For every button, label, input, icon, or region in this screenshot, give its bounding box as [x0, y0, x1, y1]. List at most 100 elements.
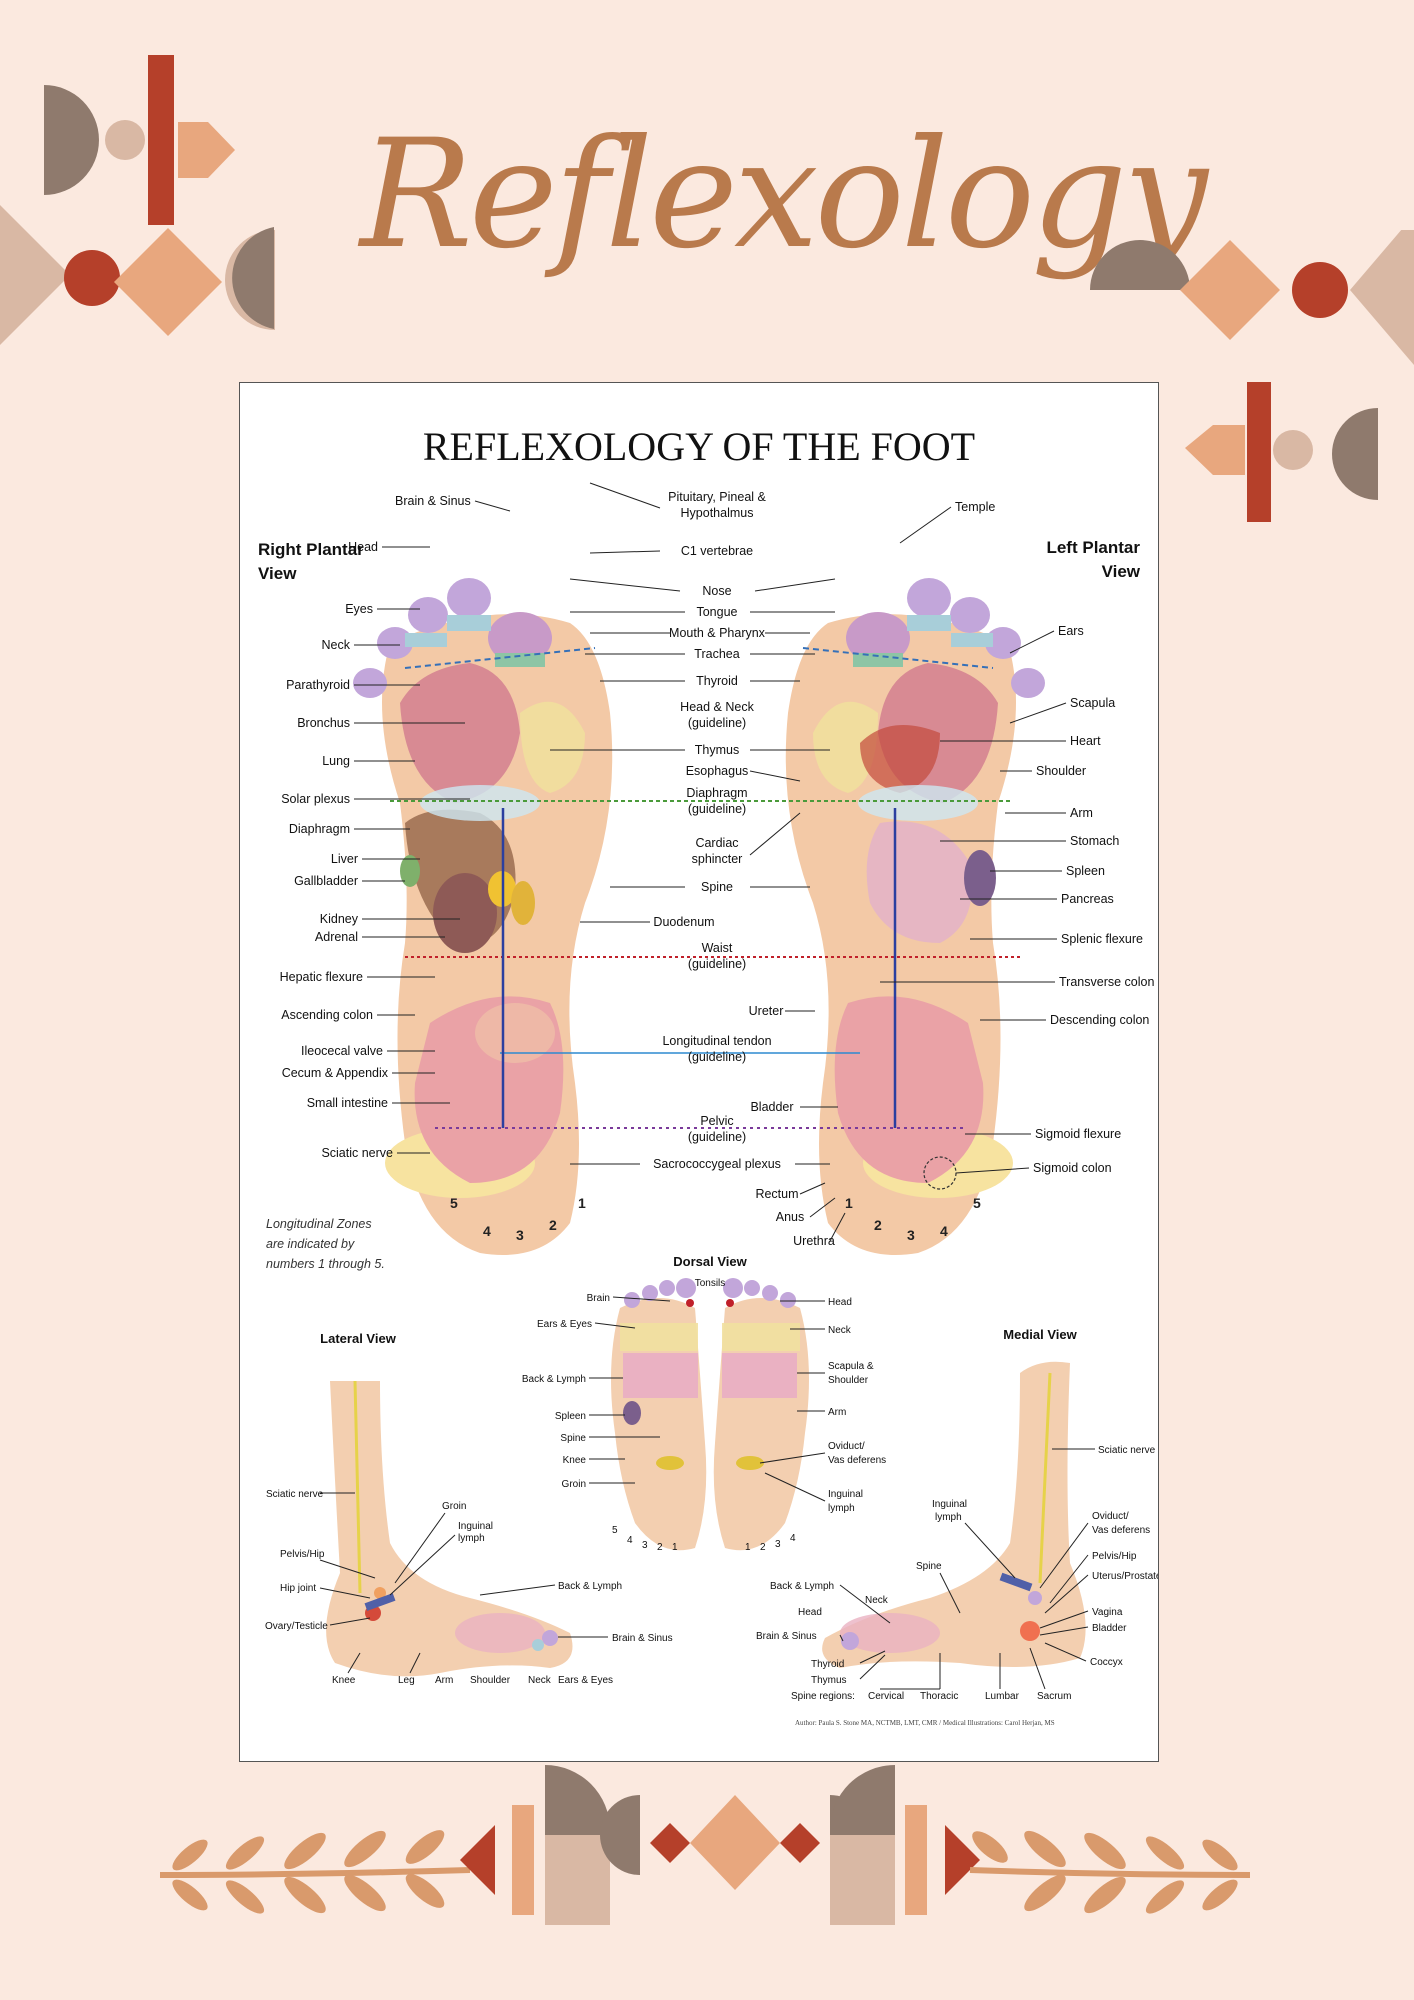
svg-text:Lung: Lung	[322, 754, 350, 768]
svg-text:Trachea: Trachea	[694, 647, 739, 661]
svg-text:Adrenal: Adrenal	[315, 930, 358, 944]
svg-text:Spleen: Spleen	[1066, 864, 1105, 878]
svg-text:lymph: lymph	[458, 1533, 485, 1544]
svg-text:2: 2	[874, 1217, 882, 1233]
guidelines	[390, 647, 1020, 1129]
svg-text:5: 5	[612, 1525, 618, 1536]
svg-text:Hepatic flexure: Hepatic flexure	[280, 970, 363, 984]
svg-text:Stomach: Stomach	[1070, 834, 1119, 848]
svg-text:Brain & Sinus: Brain & Sinus	[612, 1633, 673, 1644]
svg-text:Ureter: Ureter	[749, 1004, 784, 1018]
lateral-view-header: Lateral View	[320, 1331, 397, 1346]
svg-text:Head: Head	[828, 1297, 852, 1308]
svg-text:Pituitary, Pineal &: Pituitary, Pineal &	[668, 490, 766, 504]
right-plantar-foot	[353, 578, 613, 1255]
svg-text:Urethra: Urethra	[793, 1234, 835, 1248]
svg-text:Temple: Temple	[955, 500, 995, 514]
svg-text:Back & Lymph: Back & Lymph	[558, 1581, 622, 1592]
svg-text:Thoracic: Thoracic	[920, 1691, 958, 1702]
dorsal-feet	[611, 1278, 809, 1551]
svg-text:2: 2	[549, 1217, 557, 1233]
labels-right-side: Temple Ears Scapula Heart Shoulder Arm S…	[955, 500, 1154, 1175]
svg-text:Neck: Neck	[322, 638, 351, 652]
svg-text:Rectum: Rectum	[755, 1187, 798, 1201]
svg-text:Back & Lymph: Back & Lymph	[522, 1374, 586, 1385]
svg-text:Spine: Spine	[916, 1561, 942, 1572]
svg-text:Spine: Spine	[701, 880, 733, 894]
svg-text:Shoulder: Shoulder	[1036, 764, 1086, 778]
svg-text:lymph: lymph	[828, 1503, 855, 1514]
svg-text:Ileocecal valve: Ileocecal valve	[301, 1044, 383, 1058]
chart-credit: Author: Paula S. Stone MA, NCTMB, LMT, C…	[795, 1719, 1055, 1727]
svg-text:Bladder: Bladder	[750, 1100, 793, 1114]
svg-text:Parathyroid: Parathyroid	[286, 678, 350, 692]
top-right-ornament	[1090, 230, 1414, 522]
svg-text:Bladder: Bladder	[1092, 1623, 1127, 1634]
svg-text:Bronchus: Bronchus	[297, 716, 350, 730]
svg-text:lymph: lymph	[935, 1512, 962, 1523]
svg-text:(guideline): (guideline)	[688, 957, 746, 971]
svg-text:5: 5	[450, 1195, 458, 1211]
svg-text:Lumbar: Lumbar	[985, 1691, 1020, 1702]
svg-text:Oviduct/: Oviduct/	[1092, 1511, 1129, 1522]
svg-text:Neck: Neck	[865, 1595, 889, 1606]
svg-text:Brain: Brain	[587, 1293, 610, 1304]
svg-text:Pancreas: Pancreas	[1061, 892, 1114, 906]
svg-text:Solar plexus: Solar plexus	[281, 792, 350, 806]
svg-text:Ears: Ears	[1058, 624, 1084, 638]
labels-left-side: Brain & Sinus Head Eyes Neck Parathyroid…	[280, 494, 471, 1160]
svg-text:Liver: Liver	[331, 852, 358, 866]
reflexology-chart: REFLEXOLOGY OF THE FOOT	[239, 382, 1159, 1762]
svg-text:Sciatic nerve: Sciatic nerve	[1098, 1445, 1156, 1456]
svg-text:3: 3	[775, 1539, 781, 1550]
svg-text:Neck: Neck	[528, 1675, 552, 1686]
svg-text:Knee: Knee	[563, 1455, 587, 1466]
svg-text:Uterus/Prostate: Uterus/Prostate	[1092, 1571, 1158, 1582]
svg-text:Cecum & Appendix: Cecum & Appendix	[282, 1066, 389, 1080]
svg-text:Spine regions:: Spine regions:	[791, 1691, 855, 1702]
medial-foot	[822, 1361, 1086, 1668]
lateral-labels: Sciatic nerve Groin Inguinal lymph Pelvi…	[265, 1489, 673, 1686]
svg-text:Descending colon: Descending colon	[1050, 1013, 1149, 1027]
labels-center: Pituitary, Pineal & Hypothalmus C1 verte…	[653, 490, 835, 1248]
svg-text:Head: Head	[348, 540, 378, 554]
svg-text:(guideline): (guideline)	[688, 1050, 746, 1064]
svg-text:4: 4	[940, 1223, 948, 1239]
svg-text:Esophagus: Esophagus	[686, 764, 749, 778]
svg-text:Sciatic nerve: Sciatic nerve	[266, 1489, 324, 1500]
svg-text:1: 1	[578, 1195, 586, 1211]
svg-text:Spine: Spine	[560, 1433, 586, 1444]
top-left-ornament	[0, 55, 275, 345]
svg-text:Sacrum: Sacrum	[1037, 1691, 1071, 1702]
svg-text:Oviduct/: Oviduct/	[828, 1441, 865, 1452]
svg-text:Ascending colon: Ascending colon	[281, 1008, 373, 1022]
dorsal-leader-lines	[589, 1296, 826, 1502]
svg-text:Hypothalmus: Hypothalmus	[681, 506, 754, 520]
svg-text:Thyroid: Thyroid	[811, 1659, 844, 1670]
leader-lines-center	[550, 482, 846, 1242]
svg-text:3: 3	[642, 1540, 648, 1551]
svg-text:Sigmoid colon: Sigmoid colon	[1033, 1161, 1112, 1175]
svg-text:Scapula &: Scapula &	[828, 1361, 874, 1372]
svg-text:Groin: Groin	[442, 1501, 466, 1512]
svg-text:Leg: Leg	[398, 1675, 415, 1686]
svg-text:Eyes: Eyes	[345, 602, 373, 616]
svg-text:Kidney: Kidney	[320, 912, 359, 926]
dorsal-tonsils-label: Tonsils	[695, 1278, 726, 1289]
svg-text:Arm: Arm	[1070, 806, 1093, 820]
svg-text:3: 3	[516, 1227, 524, 1243]
medial-view-header: Medial View	[1003, 1327, 1077, 1342]
svg-text:2: 2	[760, 1542, 766, 1553]
svg-text:Inguinal: Inguinal	[828, 1489, 863, 1500]
svg-text:(guideline): (guideline)	[688, 1130, 746, 1144]
svg-text:Longitudinal tendon: Longitudinal tendon	[662, 1034, 771, 1048]
medial-labels: Sciatic nerve Inguinal lymph Oviduct/ Va…	[756, 1445, 1158, 1702]
svg-text:1: 1	[672, 1542, 678, 1553]
svg-text:Inguinal: Inguinal	[932, 1499, 967, 1510]
svg-text:Arm: Arm	[828, 1407, 846, 1418]
svg-text:Sigmoid flexure: Sigmoid flexure	[1035, 1127, 1121, 1141]
lateral-leader-lines	[319, 1492, 608, 1674]
